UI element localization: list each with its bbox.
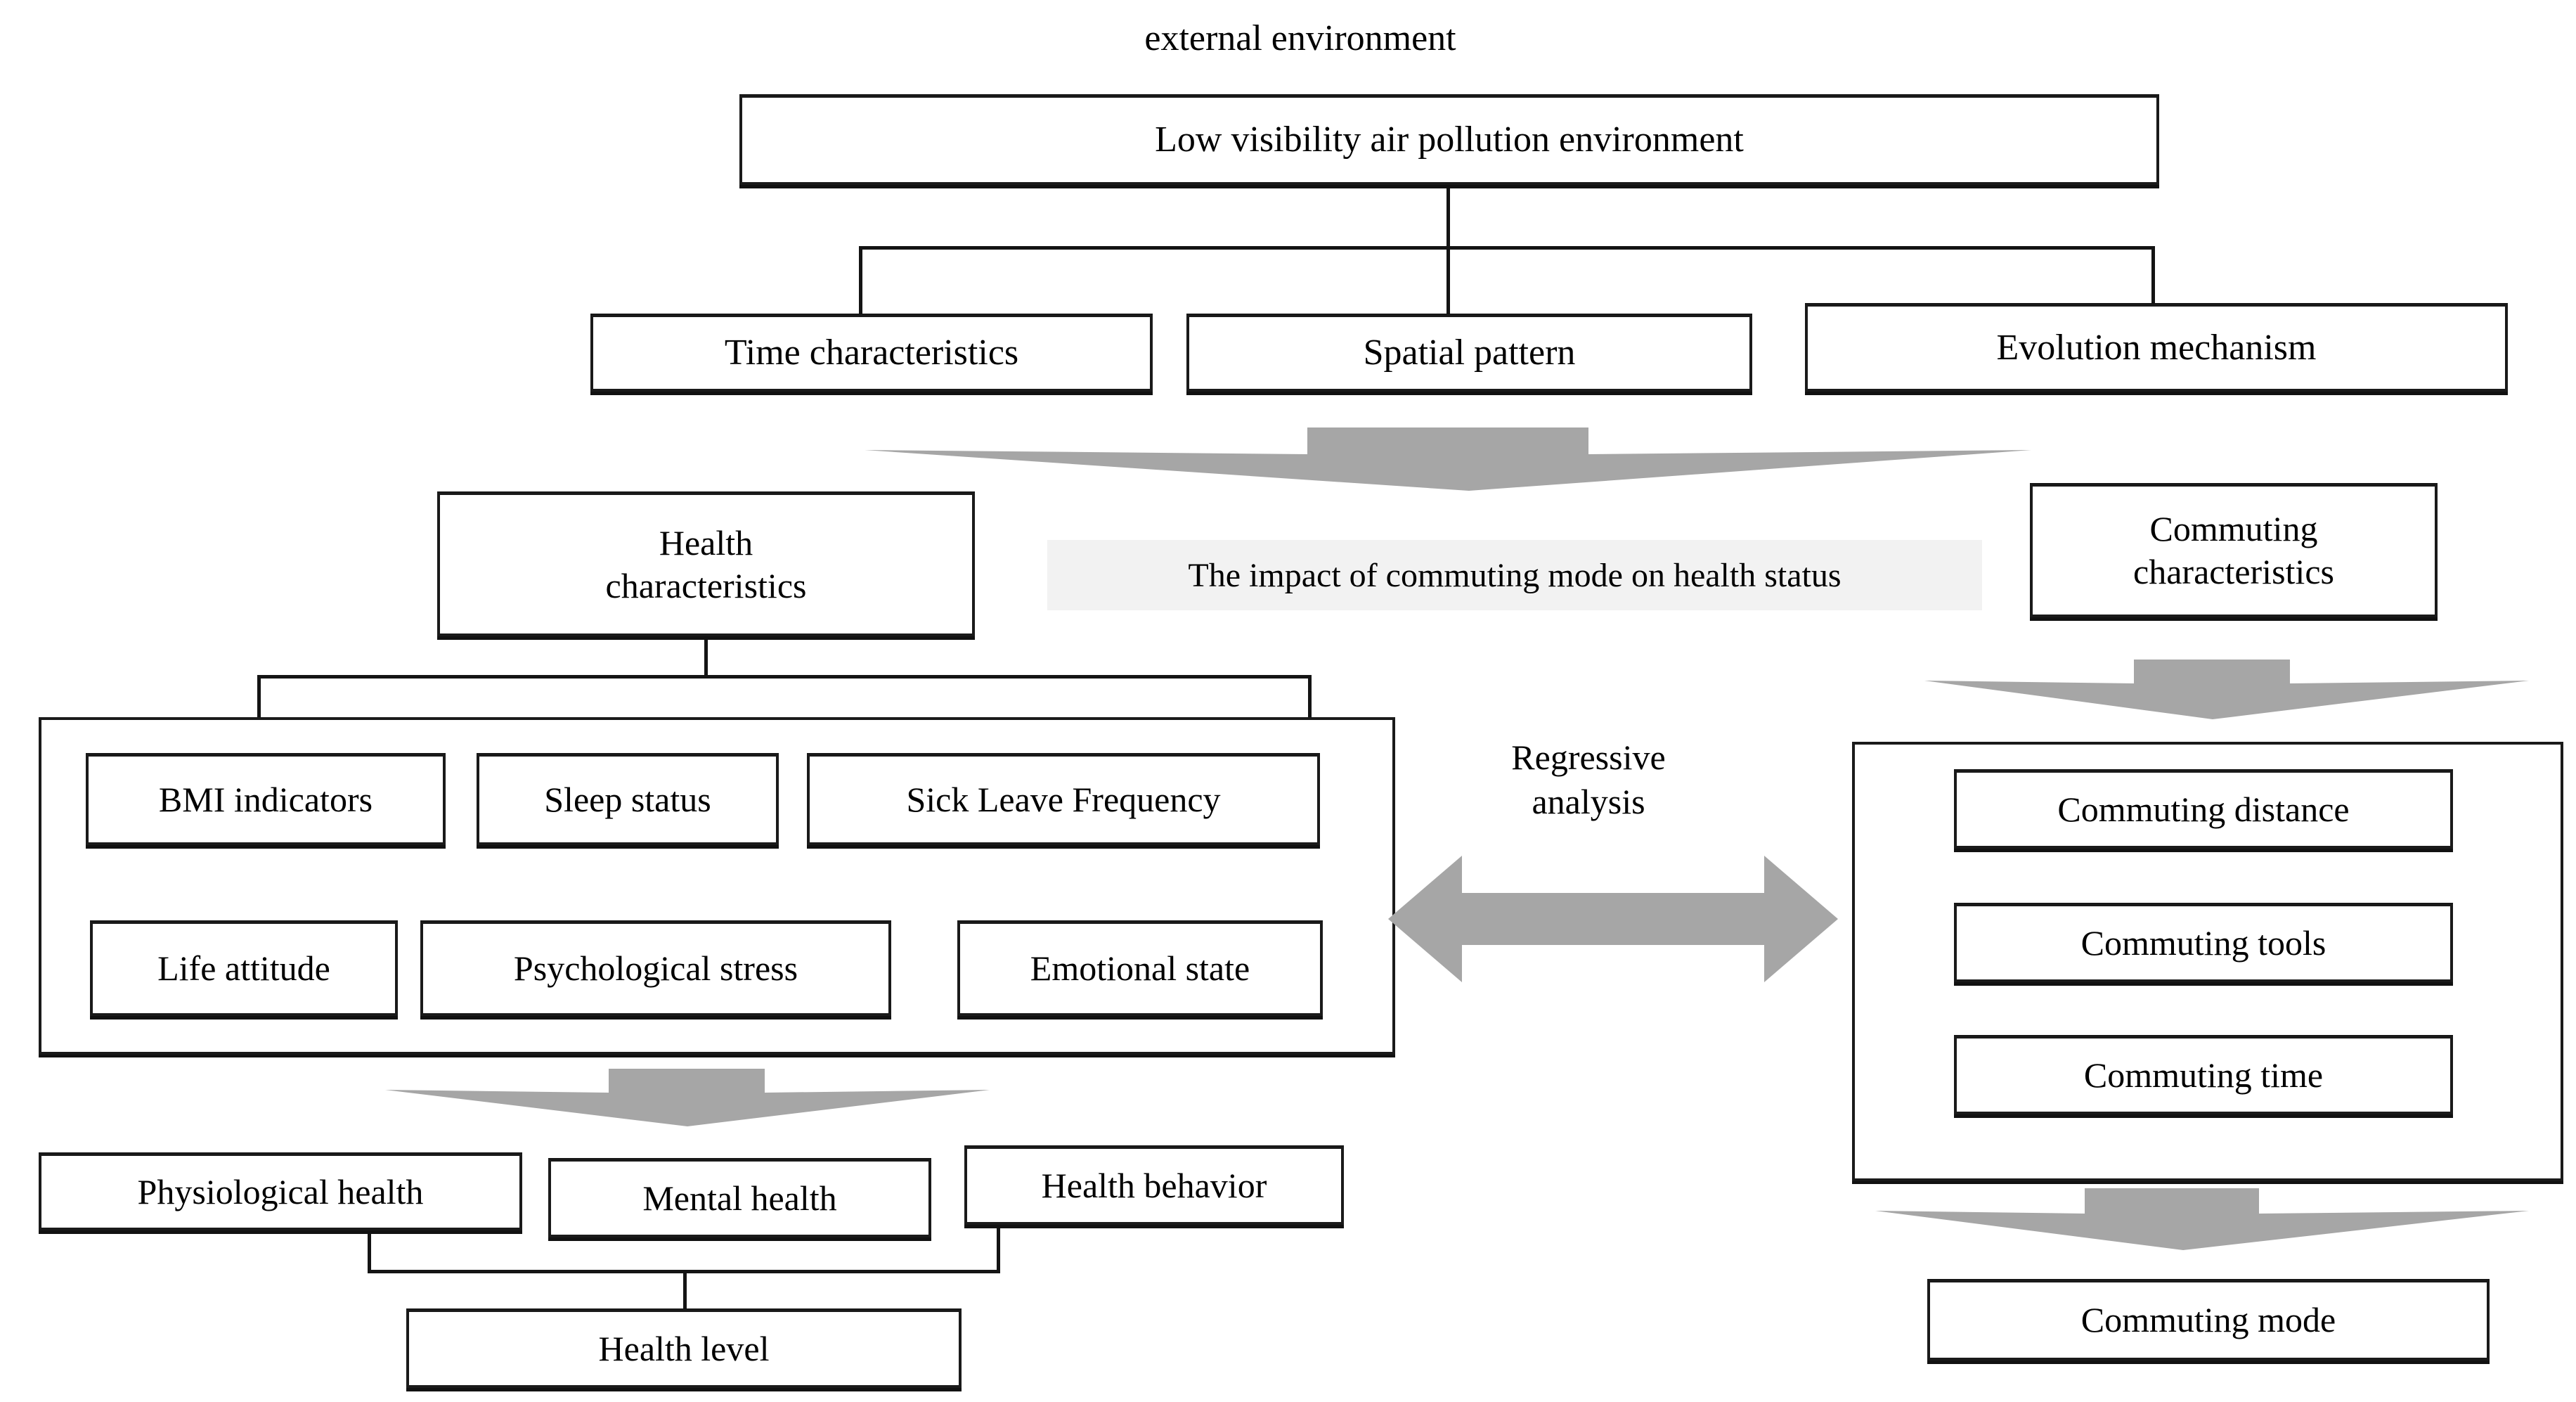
box-health-behavior[interactable]: Health behavior <box>964 1146 1344 1225</box>
root-box-low-visibility-air-pollution[interactable]: Low visibility air pollution environment <box>739 95 2159 185</box>
box-time-characteristics[interactable]: Time characteristics <box>590 314 1153 392</box>
box-sleep-status-label: Sleep status <box>544 779 711 819</box>
box-life-attitude-label: Life attitude <box>157 948 330 988</box>
box-time-characteristics-label: Time characteristics <box>724 333 1019 373</box>
box-health-characteristics[interactable]: Health characteristics <box>437 492 975 636</box>
box-commuting-characteristics[interactable]: Commuting characteristics <box>2030 484 2438 617</box>
center-banner-label: The impact of commuting mode on health s… <box>1188 556 1842 594</box>
connector-to-spatial <box>1446 246 1450 316</box>
box-mental-health[interactable]: Mental health <box>548 1159 931 1237</box>
box-commuting-time[interactable]: Commuting time <box>1954 1036 2453 1114</box>
connector-to-time <box>859 246 862 316</box>
box-life-attitude[interactable]: Life attitude <box>90 921 398 1016</box>
box-health-behavior-label: Health behavior <box>1041 1165 1267 1205</box>
arrow-bidirectional-regression <box>1388 852 1838 986</box>
box-spatial-pattern-label: Spatial pattern <box>1363 333 1576 373</box>
box-health-characteristics-label: Health characteristics <box>605 522 807 605</box>
box-evolution-mechanism-label: Evolution mechanism <box>1996 327 2317 368</box>
box-commuting-mode-label: Commuting mode <box>2080 1300 2336 1339</box>
box-sick-leave-frequency[interactable]: Sick Leave Frequency <box>807 754 1320 845</box>
box-physiological-health[interactable]: Physiological health <box>39 1153 522 1230</box>
box-commuting-distance[interactable]: Commuting distance <box>1954 770 2453 849</box>
box-commuting-distance-label: Commuting distance <box>2057 789 2350 829</box>
box-commuting-characteristics-label: Commuting characteristics <box>2133 509 2334 591</box>
connector-root-bus <box>859 246 2155 250</box>
regressive-analysis-label: Regressive analysis <box>1511 738 1666 821</box>
connector-health-bus <box>257 675 1312 679</box>
box-health-level[interactable]: Health level <box>406 1309 962 1388</box>
box-spatial-pattern[interactable]: Spatial pattern <box>1186 314 1752 392</box>
connector-health-stem <box>704 636 708 679</box>
connector-health-right-drop <box>1308 675 1312 717</box>
box-evolution-mechanism[interactable]: Evolution mechanism <box>1805 304 2508 392</box>
box-commuting-time-label: Commuting time <box>2083 1055 2324 1095</box>
external-environment-title: external environment <box>1144 18 1456 58</box>
arrow-down-environment-to-study <box>865 427 2031 491</box>
connector-health-left-drop <box>257 675 261 717</box>
box-commuting-tools-label: Commuting tools <box>2080 922 2326 963</box>
arrow-down-commuting-to-attributes <box>1924 660 2529 719</box>
box-sick-leave-frequency-label: Sick Leave Frequency <box>906 779 1221 819</box>
connector-physiological-drop <box>368 1230 371 1273</box>
root-box-label: Low visibility air pollution environment <box>1155 120 1744 160</box>
connector-to-evolution <box>2151 246 2155 316</box>
box-commuting-mode[interactable]: Commuting mode <box>1927 1280 2490 1361</box>
box-mental-health-label: Mental health <box>642 1178 837 1218</box>
box-bmi-indicators[interactable]: BMI indicators <box>86 754 446 845</box>
connector-to-health-level <box>683 1270 687 1313</box>
arrow-down-health-to-outcomes <box>385 1069 990 1126</box>
box-psychological-stress[interactable]: Psychological stress <box>420 921 891 1016</box>
center-banner-impact-statement: The impact of commuting mode on health s… <box>1047 540 1982 610</box>
box-physiological-health-label: Physiological health <box>137 1171 424 1211</box>
box-sleep-status[interactable]: Sleep status <box>477 754 779 845</box>
box-emotional-state[interactable]: Emotional state <box>957 921 1323 1016</box>
box-bmi-indicators-label: BMI indicators <box>158 779 373 819</box>
connector-root-stem <box>1446 185 1450 248</box>
box-commuting-tools[interactable]: Commuting tools <box>1954 903 2453 982</box>
box-health-level-label: Health level <box>598 1328 770 1368</box>
box-psychological-stress-label: Psychological stress <box>513 948 798 988</box>
arrow-down-attributes-to-mode <box>1875 1188 2529 1250</box>
box-emotional-state-label: Emotional state <box>1030 948 1250 988</box>
connector-behavior-drop <box>997 1225 1000 1273</box>
